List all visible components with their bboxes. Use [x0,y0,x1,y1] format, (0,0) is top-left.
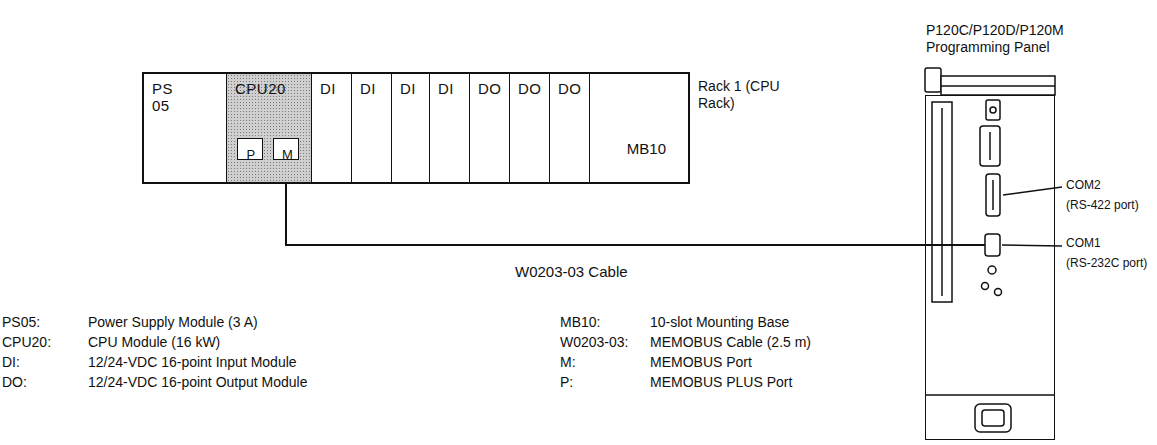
output-slot: DO [550,74,590,182]
node-text: P [238,139,262,164]
legend-key: MB10: [560,314,600,331]
cable-label: W0203-03 Cable [515,263,628,281]
port-label: (RS-422 port) [1066,198,1139,212]
legend-key: CPU20: [2,334,51,351]
legend-key: DO: [2,374,27,391]
port-box: P [237,138,263,160]
node-text: DI [392,74,429,97]
input-slot: DI [392,74,430,182]
port-label: COM1 [1066,236,1101,250]
output-slot: DO [510,74,550,182]
node-text: PS 05 [144,74,182,115]
memobus-cable [286,160,925,245]
port-box: M [273,138,299,160]
port-label: COM2 [1066,178,1101,192]
mounting-base: Rack 1 (CPU Rack)MB10PS 05CPU20PMDIDIDID… [142,72,690,184]
legend-key: W0203-03: [560,334,628,351]
node-text: DI [352,74,391,97]
legend-key: PS05: [2,314,40,331]
input-slot: DI [312,74,352,182]
panel-title: P120C/P120D/P120M Programming Panel [926,22,1101,56]
legend-description: 12/24-VDC 16-point Output Module [88,374,307,391]
node-text: DO [510,74,549,97]
programming-panel: P120C/P120D/P120M Programming Panel [925,95,1055,440]
rack-heading: Rack 1 (CPU Rack) [698,78,788,112]
legend-key: M: [560,354,576,371]
output-slot: DO [470,74,510,182]
node-text: M [274,139,298,164]
legend-description: 12/24-VDC 16-point Input Module [88,354,297,371]
legend-description: MEMOBUS Cable (2.5 m) [650,334,811,351]
input-slot: DI [430,74,470,182]
legend-description: CPU Module (16 kW) [88,334,220,351]
node-text: DO [550,74,589,97]
legend-key: P: [560,374,573,391]
input-slot: DI [352,74,392,182]
node-text: DO [470,74,509,97]
legend-key: DI: [2,354,20,371]
base-name: MB10 [627,140,666,158]
legend-description: 10-slot Mounting Base [650,314,789,331]
power-supply-slot: PS 05 [144,74,227,182]
legend-description: Power Supply Module (3 A) [88,314,258,331]
node-text: DI [312,74,351,97]
legend-description: MEMOBUS Port [650,354,752,371]
legend-description: MEMOBUS PLUS Port [650,374,792,391]
cpu-slot: CPU20PM [227,74,312,182]
node-text: DI [430,74,469,97]
node-text: CPU20 [227,74,311,97]
port-label: (RS-232C port) [1066,256,1147,270]
